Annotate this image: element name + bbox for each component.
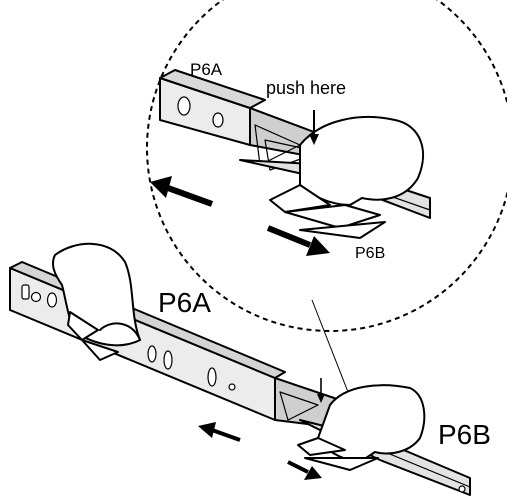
zoom-connector-line (311, 299, 349, 393)
zoom-detail: P6A push here P6B (146, 0, 507, 393)
arrow-right-icon (287, 460, 322, 480)
arrow-left-icon (150, 176, 214, 207)
arrow-right-icon (266, 225, 330, 256)
arrow-down-icon (309, 110, 319, 145)
zoom-hand (269, 116, 425, 239)
main-label-p6a: P6A (158, 287, 211, 318)
arrow-left-icon (198, 422, 241, 442)
main-label-p6b: P6B (438, 419, 491, 450)
zoom-label-p6b: P6B (355, 245, 385, 262)
left-hand (52, 242, 141, 361)
arrow-down-icon (317, 378, 325, 403)
right-hand (297, 384, 426, 471)
zoom-label-push-here: push here (266, 78, 346, 98)
zoom-label-p6a: P6A (190, 60, 223, 79)
